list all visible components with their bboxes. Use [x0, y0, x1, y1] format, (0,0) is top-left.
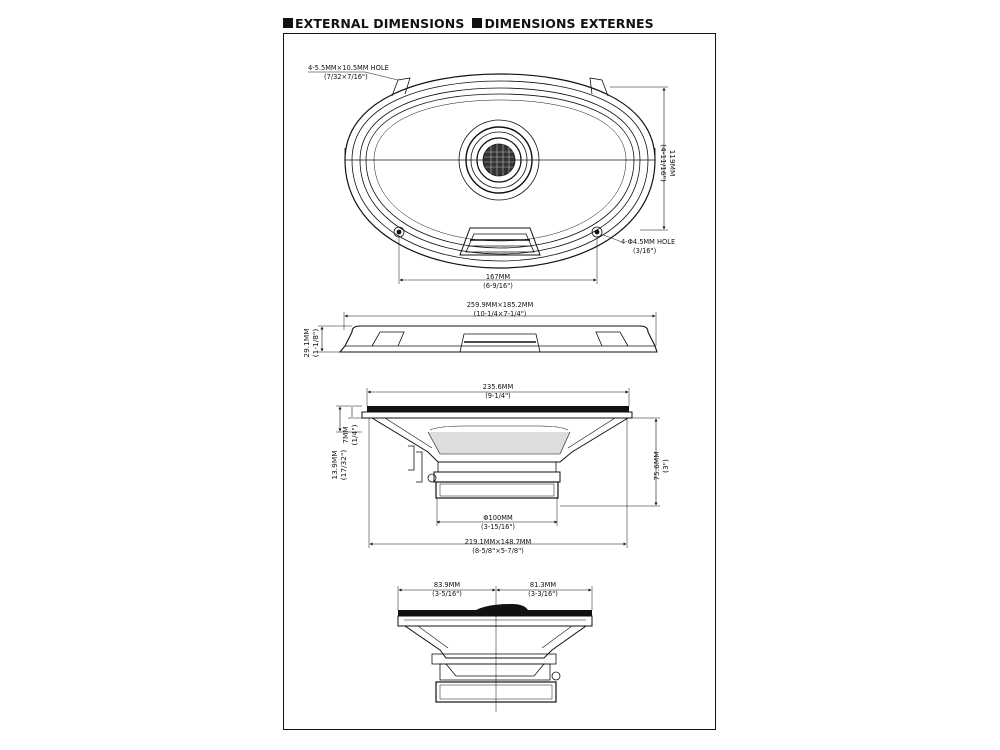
- header-en: EXTERNAL DIMENSIONS: [283, 16, 464, 31]
- side-view: [336, 388, 660, 548]
- cutout-label: 219.1MM×148.7MM (8-5/8"×5-7/8"): [464, 537, 532, 555]
- square-bullet-icon: [283, 18, 293, 28]
- thickness-label: 29.1MM (1-1/8"): [302, 328, 320, 358]
- bottom-view: [397, 586, 593, 712]
- magnet-diameter-label: Φ100MM (3-15/16"): [480, 513, 516, 531]
- header-fr: DIMENSIONS EXTERNES: [472, 15, 654, 31]
- hole-spacing-label: 167MM (6-9/16"): [483, 272, 513, 290]
- overall-size-label: 259.9MM×185.2MM (10-1/4×7-1/4"): [466, 300, 534, 318]
- height-label: 119MM (4-11/16"): [659, 144, 677, 182]
- depth-label: 75.6MM (3"): [652, 451, 670, 481]
- tweeter-height-label: 13.9MM (17/32"): [330, 449, 348, 481]
- header-title-en: EXTERNAL DIMENSIONS: [295, 15, 465, 31]
- page-header: EXTERNAL DIMENSIONS DIMENSIONS EXTERNES: [283, 14, 654, 32]
- top-view-speaker: [308, 71, 668, 284]
- mount-hole-label: 4-5.5MM×10.5MM HOLE (7/32×7/16"): [308, 63, 389, 81]
- small-hole-label: 4-Φ4.5MM HOLE (3/16"): [621, 237, 676, 255]
- left-half-label: 83.9MM (3-5/16"): [432, 580, 462, 598]
- right-half-label: 81.3MM (3-3/16"): [528, 580, 558, 598]
- square-bullet-icon: [472, 18, 483, 28]
- profile-view: [318, 312, 658, 353]
- header-title-fr: DIMENSIONS EXTERNES: [484, 15, 654, 31]
- drawing-frame: [283, 33, 716, 730]
- width-label: 235.6MM (9-1/4"): [482, 382, 514, 400]
